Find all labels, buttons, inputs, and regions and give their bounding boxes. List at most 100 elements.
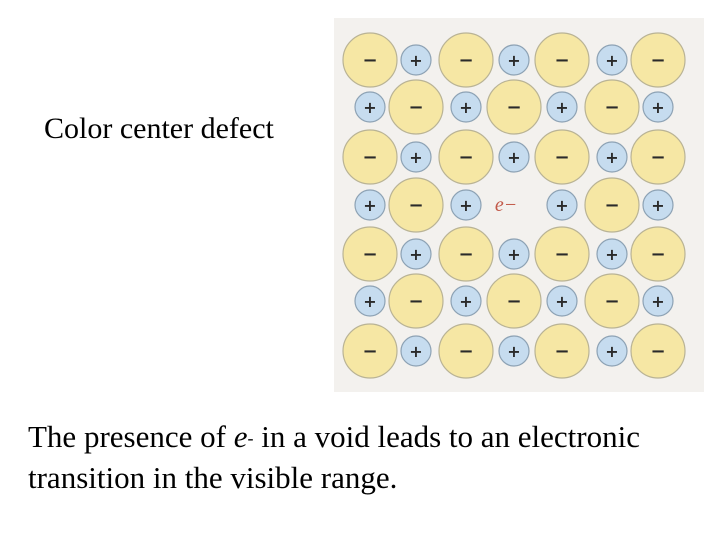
anion: − xyxy=(439,227,493,281)
plus-sign: + xyxy=(605,245,618,264)
minus-sign: − xyxy=(362,50,377,71)
anion: − xyxy=(389,274,443,328)
anion: − xyxy=(535,33,589,87)
minus-sign: − xyxy=(554,341,569,362)
plus-sign: + xyxy=(507,148,520,167)
minus-sign: − xyxy=(604,291,619,312)
minus-sign: − xyxy=(604,97,619,118)
anion: − xyxy=(487,80,541,134)
anion: − xyxy=(585,80,639,134)
cation: + xyxy=(499,142,529,172)
minus-sign: − xyxy=(362,147,377,168)
minus-sign: − xyxy=(506,291,521,312)
plus-sign: + xyxy=(555,196,568,215)
caption: The presence of e- in a void leads to an… xyxy=(28,416,708,498)
minus-sign: − xyxy=(554,147,569,168)
anion: − xyxy=(439,130,493,184)
minus-sign: − xyxy=(458,244,473,265)
cation: + xyxy=(643,190,673,220)
plus-sign: + xyxy=(459,98,472,117)
anion: − xyxy=(631,130,685,184)
cation: + xyxy=(597,45,627,75)
electron-symbol: e xyxy=(234,419,248,454)
anion: − xyxy=(343,324,397,378)
anion: − xyxy=(343,33,397,87)
cation: + xyxy=(547,286,577,316)
anion: − xyxy=(631,227,685,281)
cation: + xyxy=(547,190,577,220)
plus-sign: + xyxy=(507,342,520,361)
plus-sign: + xyxy=(363,196,376,215)
cation: + xyxy=(547,92,577,122)
cation: + xyxy=(499,239,529,269)
cation: + xyxy=(355,286,385,316)
cation: + xyxy=(597,336,627,366)
cation: + xyxy=(401,142,431,172)
minus-sign: − xyxy=(458,147,473,168)
anion: − xyxy=(343,130,397,184)
plus-sign: + xyxy=(507,245,520,264)
plus-sign: + xyxy=(409,342,422,361)
anion: − xyxy=(535,130,589,184)
minus-sign: − xyxy=(362,341,377,362)
plus-sign: + xyxy=(651,98,664,117)
minus-sign: − xyxy=(650,341,665,362)
minus-sign: − xyxy=(408,195,423,216)
minus-sign: − xyxy=(554,244,569,265)
anion: − xyxy=(389,178,443,232)
caption-text-start: The presence of xyxy=(28,419,234,454)
cation: + xyxy=(401,336,431,366)
minus-sign: − xyxy=(604,195,619,216)
plus-sign: + xyxy=(507,51,520,70)
plus-sign: + xyxy=(555,292,568,311)
plus-sign: + xyxy=(605,51,618,70)
plus-sign: + xyxy=(409,148,422,167)
plus-sign: + xyxy=(409,245,422,264)
minus-sign: − xyxy=(650,50,665,71)
minus-sign: − xyxy=(650,147,665,168)
trapped-electron-label: e− xyxy=(495,194,517,216)
anion: − xyxy=(487,274,541,328)
plus-sign: + xyxy=(459,196,472,215)
cation: + xyxy=(643,92,673,122)
minus-sign: − xyxy=(362,244,377,265)
electron-charge: - xyxy=(247,428,253,448)
cation: + xyxy=(451,190,481,220)
anion: − xyxy=(439,324,493,378)
anion: − xyxy=(585,274,639,328)
anion: − xyxy=(343,227,397,281)
plus-sign: + xyxy=(651,292,664,311)
cation: + xyxy=(597,142,627,172)
plus-sign: + xyxy=(459,292,472,311)
plus-sign: + xyxy=(605,148,618,167)
cation: + xyxy=(401,45,431,75)
minus-sign: − xyxy=(650,244,665,265)
minus-sign: − xyxy=(458,50,473,71)
anion: − xyxy=(585,178,639,232)
cation: + xyxy=(499,45,529,75)
anion: − xyxy=(535,324,589,378)
cation: + xyxy=(499,336,529,366)
minus-sign: − xyxy=(408,97,423,118)
plus-sign: + xyxy=(363,292,376,311)
plus-sign: + xyxy=(363,98,376,117)
cation: + xyxy=(451,92,481,122)
cation: + xyxy=(451,286,481,316)
minus-sign: − xyxy=(554,50,569,71)
anion: − xyxy=(439,33,493,87)
minus-sign: − xyxy=(458,341,473,362)
minus-sign: − xyxy=(506,97,521,118)
cation: + xyxy=(401,239,431,269)
plus-sign: + xyxy=(651,196,664,215)
anion: − xyxy=(389,80,443,134)
plus-sign: + xyxy=(409,51,422,70)
anion: − xyxy=(631,324,685,378)
plus-sign: + xyxy=(605,342,618,361)
cation: + xyxy=(355,92,385,122)
anion: − xyxy=(631,33,685,87)
cation: + xyxy=(643,286,673,316)
cation: + xyxy=(355,190,385,220)
anion: − xyxy=(535,227,589,281)
minus-sign: − xyxy=(408,291,423,312)
cation: + xyxy=(597,239,627,269)
